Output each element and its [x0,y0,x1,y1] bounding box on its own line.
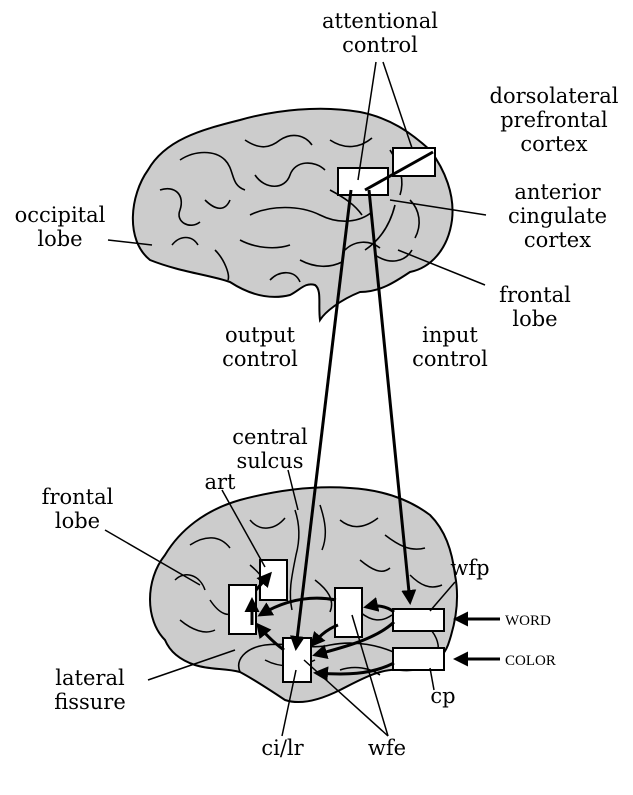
label-anterior-cingulate-cortex: anterior cingulate cortex [490,180,625,252]
label-lateral-line2: fissure [35,690,145,714]
box-wfp [393,609,444,631]
label-wfp: wfp [435,556,505,580]
label-input-control: input control [400,323,500,371]
label-dorsolateral-prefrontal-cortex: dorsolateral prefrontal cortex [475,84,633,156]
label-lateral-line1: lateral [35,666,145,690]
label-acc-line2: cingulate [490,204,625,228]
box-cp [393,648,444,670]
top-brain [133,109,453,320]
label-output-line2: control [210,347,310,371]
top-brain-outline [133,109,453,320]
label-central-line1: central [215,425,325,449]
label-attentional-line2: control [305,33,455,57]
label-output-line1: output [210,323,310,347]
label-input-line2: control [400,347,500,371]
label-output-control: output control [210,323,310,371]
label-acc-line3: cortex [490,228,625,252]
label-color: COLOR [505,649,585,673]
label-cp: cp [418,684,468,708]
label-frontal-bottom-line2: lobe [25,509,130,533]
label-acc-line1: anterior [490,180,625,204]
label-frontal-lobe-bottom: frontal lobe [25,485,130,533]
label-attentional-control: attentional control [305,9,455,57]
label-attentional-line1: attentional [305,9,455,33]
label-occipital-lobe: occipital lobe [5,203,115,251]
label-dlpfc-line2: prefrontal [475,108,633,132]
label-occipital-line1: occipital [5,203,115,227]
label-frontal-top-line1: frontal [480,283,590,307]
label-art: art [190,470,250,494]
label-occipital-line2: lobe [5,227,115,251]
label-word: WORD [505,609,575,633]
label-wfe: wfe [357,736,417,760]
label-central-sulcus: central sulcus [215,425,325,473]
label-dlpfc-line3: cortex [475,132,633,156]
label-input-line1: input [400,323,500,347]
label-lateral-fissure: lateral fissure [35,666,145,714]
label-dlpfc-line1: dorsolateral [475,84,633,108]
label-ci-lr: ci/lr [245,736,320,760]
box-wfe [335,588,362,637]
label-frontal-bottom-line1: frontal [25,485,130,509]
